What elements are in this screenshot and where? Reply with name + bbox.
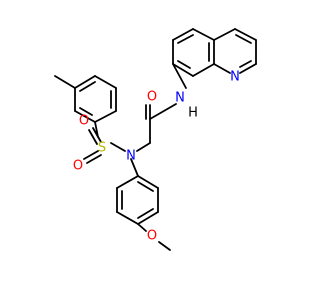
atom-oxygen-sulfonyl-1: O — [79, 114, 89, 129]
atom-sulfur: S — [98, 141, 106, 156]
atom-oxygen-sulfonyl-2: O — [73, 159, 83, 174]
amide-linkage — [136, 63, 187, 152]
bond — [54, 75, 76, 89]
bond — [172, 28, 194, 41]
bond — [177, 34, 194, 44]
atom-oxygen-ether: O — [147, 229, 157, 244]
bond — [79, 81, 96, 92]
methoxyphenyl-group — [116, 158, 171, 251]
bond — [83, 150, 99, 160]
bond — [94, 121, 99, 138]
bond — [137, 208, 154, 219]
bond — [137, 181, 154, 192]
bond — [234, 28, 257, 41]
bond — [74, 110, 96, 123]
atom-nitrogen-sulfonamide: N — [126, 149, 136, 164]
bond — [86, 154, 102, 164]
bond — [137, 175, 159, 189]
bond — [239, 63, 257, 74]
bond — [192, 28, 215, 41]
bond — [158, 241, 171, 251]
bond — [137, 223, 147, 232]
atom-nitrogen-amide: N — [175, 91, 185, 106]
tosyl-group — [54, 75, 126, 164]
bond — [88, 129, 98, 145]
bond — [177, 60, 191, 69]
quinoline-ring — [172, 28, 257, 77]
bond — [239, 60, 252, 68]
atom-oxygen-carbonyl: O — [147, 90, 157, 105]
bond — [172, 63, 187, 89]
bond — [116, 211, 139, 225]
molecule-diagram: O N H N N S O O O — [54, 28, 257, 251]
bond — [94, 75, 117, 89]
atom-nitrogen-quinoline: N — [230, 70, 240, 85]
bond — [116, 175, 139, 189]
bond — [172, 63, 194, 77]
structure-svg: O N H N N S O O O — [54, 28, 257, 251]
bond — [130, 158, 139, 177]
bond — [149, 103, 177, 120]
atom-hydrogen-amide: H — [188, 106, 198, 121]
bond — [213, 63, 231, 74]
bond — [136, 142, 151, 152]
bond — [79, 107, 93, 116]
bond — [110, 142, 126, 152]
bond — [94, 110, 117, 123]
bond — [192, 63, 215, 77]
bond — [235, 34, 252, 44]
bond — [137, 211, 159, 225]
bond — [74, 75, 96, 89]
bond — [213, 28, 236, 41]
